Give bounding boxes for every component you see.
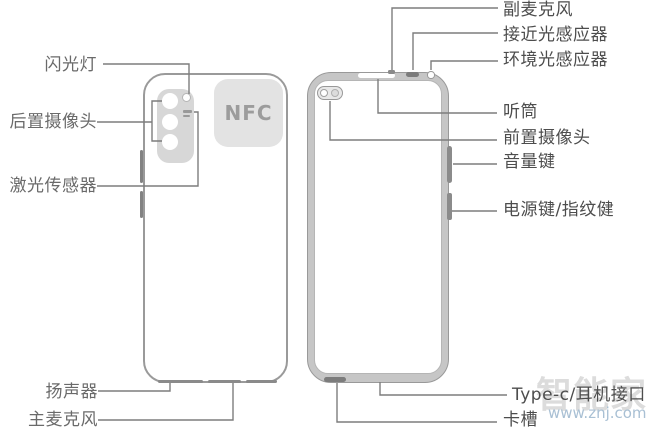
line-ambient-light-sensor xyxy=(430,60,498,70)
volume-key xyxy=(447,146,452,183)
front-camera-lens-left xyxy=(320,88,328,97)
rear-camera-lens-top xyxy=(162,93,178,109)
label-flash: 闪光灯 xyxy=(44,55,97,75)
front-camera-lens-right xyxy=(331,89,339,97)
ambient-light-sensor-icon xyxy=(427,71,435,79)
line-secondary-mic xyxy=(391,7,498,70)
nfc-label: NFC xyxy=(224,101,273,125)
earpiece-slot xyxy=(358,73,395,78)
label-secondary-mic: 副麦克风 xyxy=(503,0,573,20)
label-laser-sensor: 激光传感器 xyxy=(9,176,97,196)
main-mic-hole xyxy=(246,380,277,383)
laser-sensor-icon xyxy=(183,110,192,113)
rear-camera-lens-middle xyxy=(162,114,178,130)
speaker-grille xyxy=(158,380,203,383)
label-rear-camera: 后置摄像头 xyxy=(9,112,97,132)
label-ambient-light-sensor: 环境光感应器 xyxy=(503,50,608,70)
power-key-back-view xyxy=(140,191,143,218)
label-typec-headphone-jack: Type-c/耳机接口 xyxy=(512,385,646,405)
proximity-sensor-icon xyxy=(406,71,419,77)
card-slot-mark xyxy=(324,377,346,382)
line-speaker xyxy=(98,383,171,392)
label-volume-key: 音量键 xyxy=(503,152,556,172)
bottom-port-mark xyxy=(208,380,241,383)
watermark-site: www.znj.com xyxy=(548,404,647,422)
label-main-mic: 主麦克风 xyxy=(28,410,98,430)
phone-front-screen xyxy=(314,80,442,374)
line-typec-jack xyxy=(379,382,507,396)
nfc-area: NFC xyxy=(214,79,283,147)
line-main-mic xyxy=(98,383,234,421)
volume-key-back-view xyxy=(140,150,143,183)
label-proximity-sensor: 接近光感应器 xyxy=(503,25,608,45)
front-camera-pill xyxy=(317,86,343,100)
label-earpiece: 听筒 xyxy=(503,102,538,122)
label-speaker: 扬声器 xyxy=(45,382,98,402)
label-power-fingerprint-key: 电源键/指纹健 xyxy=(503,200,615,220)
line-proximity-sensor xyxy=(412,32,498,70)
line-card-slot xyxy=(336,383,497,423)
secondary-mic-hole xyxy=(388,70,395,74)
flash-icon xyxy=(182,93,191,102)
laser-sensor-icon xyxy=(183,114,190,117)
watermark-brand: 智能家 xyxy=(536,375,648,416)
rear-camera-lens-bottom xyxy=(162,134,178,150)
label-front-camera: 前置摄像头 xyxy=(503,128,591,148)
power-key xyxy=(447,193,452,220)
label-card-slot: 卡槽 xyxy=(503,410,538,430)
